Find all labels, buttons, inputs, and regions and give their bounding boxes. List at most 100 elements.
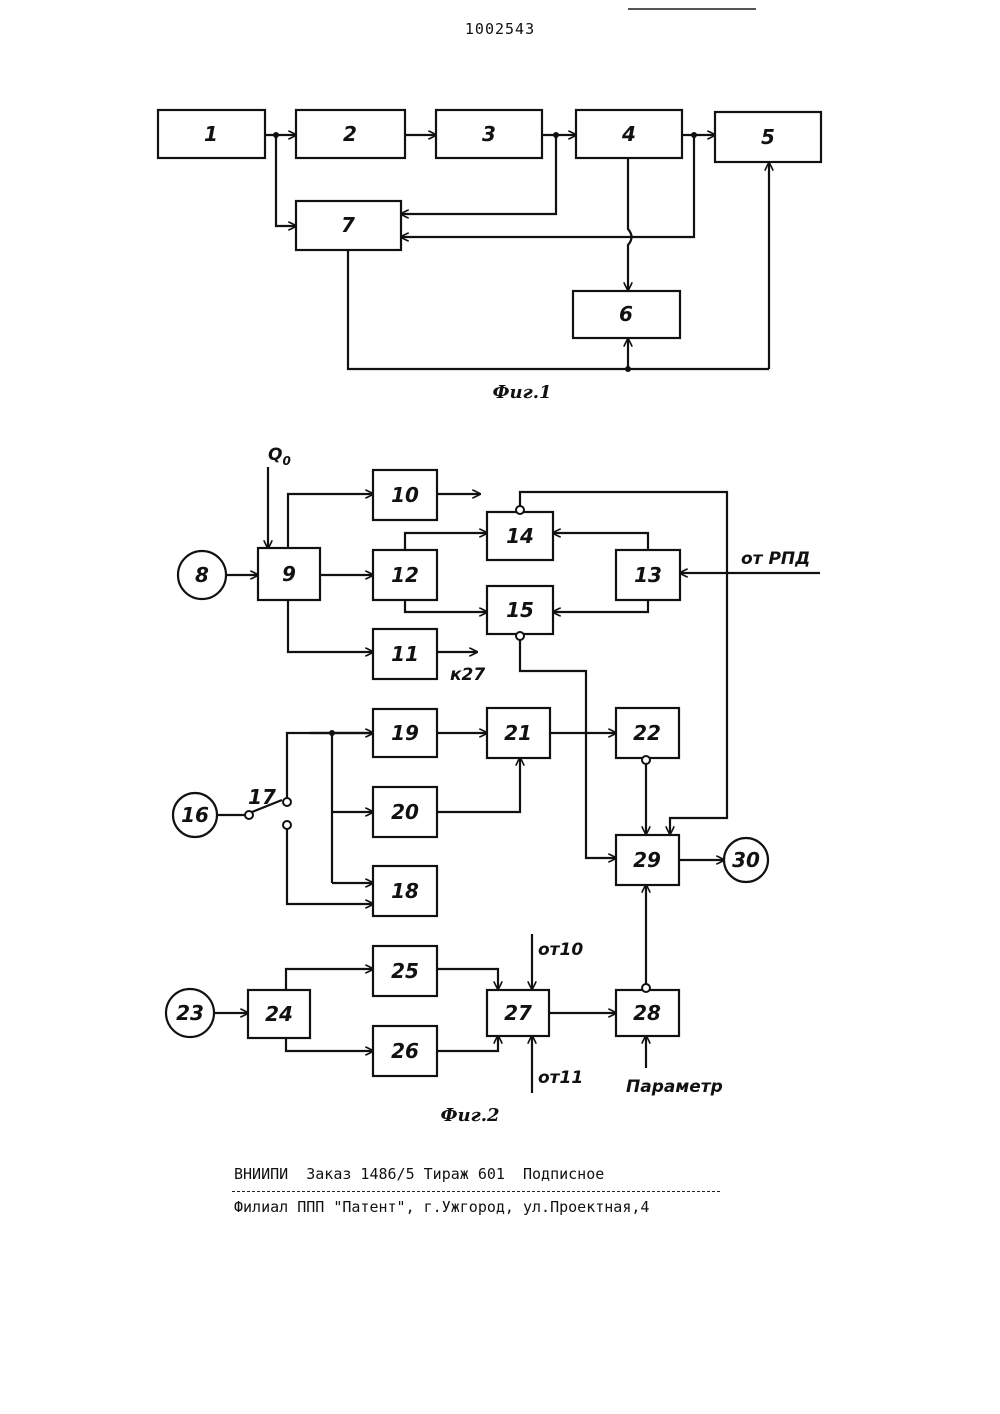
label-q0: Q0 bbox=[268, 445, 291, 468]
fig2-block-9: 9 bbox=[258, 548, 320, 600]
inverting-output bbox=[642, 984, 650, 992]
switch-contact-common bbox=[245, 811, 253, 819]
fig1-wire-4-6 bbox=[628, 158, 632, 290]
block-label: 7 bbox=[341, 213, 355, 237]
fig2-block-25: 25 bbox=[373, 946, 437, 996]
block-label: 27 bbox=[504, 1001, 532, 1025]
fig1-wire-7-bus bbox=[348, 250, 769, 369]
wire-24-26 bbox=[286, 1038, 373, 1051]
block-label: 21 bbox=[504, 721, 532, 745]
junction-dot bbox=[553, 132, 559, 138]
fig2-block-20: 20 bbox=[373, 787, 437, 837]
fig1-block-5: 5 bbox=[715, 112, 821, 162]
block-label: 26 bbox=[391, 1039, 419, 1063]
terminal-label: 8 bbox=[195, 563, 209, 587]
block-label: 25 bbox=[391, 959, 419, 983]
label-parametr: Параметр bbox=[626, 1077, 723, 1097]
fig2-block-24: 24 bbox=[248, 990, 310, 1038]
label-ot10: от10 bbox=[538, 940, 583, 960]
fig2-block-11: 11 bbox=[373, 629, 437, 679]
block-label: 1 bbox=[204, 122, 218, 146]
inverting-input bbox=[516, 506, 524, 514]
wire-switch-top bbox=[287, 733, 373, 798]
block-label: 14 bbox=[506, 524, 534, 548]
fig2-block-27: 27 bbox=[487, 990, 549, 1036]
fig2-block-29: 29 bbox=[616, 835, 679, 885]
block-label: 28 bbox=[633, 1001, 661, 1025]
switch-label: 17 bbox=[248, 785, 276, 809]
terminal-label: 30 bbox=[732, 848, 760, 872]
junction-dot bbox=[329, 730, 335, 736]
wire-25-27 bbox=[437, 969, 498, 989]
block-label: 29 bbox=[633, 848, 661, 872]
fig2-block-13: 13 bbox=[616, 550, 680, 600]
fig2-block-14: 14 bbox=[487, 506, 553, 560]
block-label: 19 bbox=[391, 721, 419, 745]
switch-contact-top bbox=[283, 798, 291, 806]
wire-switch-bottom bbox=[287, 829, 373, 904]
terminal-label: 16 bbox=[181, 803, 209, 827]
fig1-wire-1-7 bbox=[276, 135, 296, 226]
fig2-block-22: 22 bbox=[616, 708, 679, 764]
block-label: 12 bbox=[391, 563, 419, 587]
wire-9-11 bbox=[288, 600, 373, 652]
fig2-block-15: 15 bbox=[487, 586, 553, 640]
block-label: 5 bbox=[761, 125, 775, 149]
fig1-block-3: 3 bbox=[436, 110, 542, 158]
fig2-block-28: 28 bbox=[616, 984, 679, 1036]
wire-12-14 bbox=[405, 533, 487, 550]
terminal-8: 8 bbox=[178, 551, 226, 599]
block-label: 24 bbox=[265, 1002, 293, 1026]
wire-9-10 bbox=[288, 494, 373, 548]
wire-bus-29 bbox=[670, 573, 727, 834]
label-k27: к27 bbox=[450, 665, 485, 685]
fig1-block-2: 2 bbox=[296, 110, 405, 158]
block-label: 18 bbox=[391, 879, 419, 903]
fig2-block-18: 18 bbox=[373, 866, 437, 916]
fig2-caption: Фиг.2 bbox=[440, 1105, 499, 1126]
fig2-block-10: 10 bbox=[373, 470, 437, 520]
footer-publication-info: ВНИИПИ Заказ 1486/5 Тираж 601 Подписное bbox=[234, 1165, 604, 1183]
block-label: 3 bbox=[482, 122, 496, 146]
block-label: 20 bbox=[391, 800, 419, 824]
wire-12-15 bbox=[405, 600, 487, 612]
wire-26-27 bbox=[437, 1036, 498, 1051]
switch-contact-bottom bbox=[283, 821, 291, 829]
wire-20-21 bbox=[437, 758, 520, 812]
terminal-30: 30 bbox=[724, 838, 768, 882]
footer-divider bbox=[232, 1191, 720, 1192]
inverting-output bbox=[516, 632, 524, 640]
terminal-23: 23 bbox=[166, 989, 214, 1037]
block-label: 11 bbox=[391, 642, 419, 666]
block-label: 6 bbox=[619, 302, 633, 326]
fig1-block-7: 7 bbox=[296, 201, 401, 250]
terminal-16: 16 bbox=[173, 793, 217, 837]
junction-dot bbox=[625, 366, 631, 372]
inverting-output bbox=[642, 756, 650, 764]
block-label: 2 bbox=[343, 122, 357, 146]
figure-1: 1 2 3 4 5 6 7 Фиг.1 bbox=[158, 110, 821, 403]
fig2-block-12: 12 bbox=[373, 550, 437, 600]
fig1-block-1: 1 bbox=[158, 110, 265, 158]
terminal-label: 23 bbox=[176, 1001, 204, 1025]
fig2-block-26: 26 bbox=[373, 1026, 437, 1076]
block-label: 9 bbox=[282, 562, 296, 586]
label-ot-rpd: от РПД bbox=[741, 549, 810, 569]
wire-13-14 bbox=[553, 533, 648, 550]
label-ot11: от11 bbox=[538, 1068, 583, 1088]
wire-13-15 bbox=[553, 600, 648, 612]
block-label: 10 bbox=[391, 483, 419, 507]
block-label: 13 bbox=[634, 563, 662, 587]
fig1-caption: Фиг.1 bbox=[492, 382, 551, 403]
footer-publisher-address: Филиал ППП "Патент", г.Ужгород, ул.Проек… bbox=[234, 1198, 649, 1216]
junction-dot bbox=[691, 132, 697, 138]
figure-2: 8 16 23 30 17 9 10 11 bbox=[166, 445, 820, 1126]
junction-dot bbox=[273, 132, 279, 138]
block-label: 4 bbox=[621, 122, 636, 146]
block-label: 22 bbox=[633, 721, 661, 745]
fig1-block-6: 6 bbox=[573, 291, 680, 338]
fig2-block-19: 19 bbox=[373, 709, 437, 757]
wire-24-25 bbox=[286, 969, 373, 990]
fig1-block-4: 4 bbox=[576, 110, 682, 158]
fig2-block-21: 21 bbox=[487, 708, 550, 758]
